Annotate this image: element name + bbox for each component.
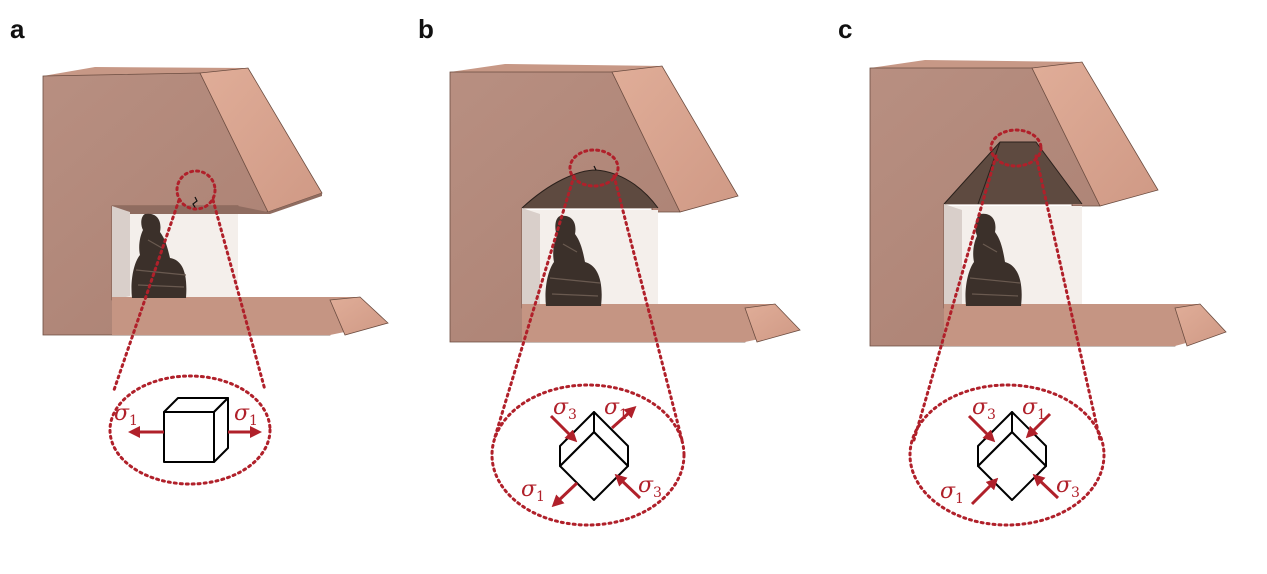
rock-block-a [42, 67, 389, 336]
compression-arrow-top-left-c [967, 414, 996, 443]
panel-label-c: c [838, 14, 852, 44]
platform-top-b [522, 304, 800, 342]
overhang-underside-a [112, 193, 322, 214]
zoom-line-right-c [1034, 154, 1102, 442]
zoom-line-left-a [112, 198, 181, 392]
overhang-side-c [1031, 61, 1159, 207]
trapezoid-edge-c [943, 141, 1083, 205]
stress-label-b-1: σ3 [553, 395, 577, 423]
stress-element-b: σ3 σ1 σ1 σ3 [521, 395, 662, 508]
platform-side-b [744, 303, 801, 343]
zoom-ring-small-a [175, 169, 217, 211]
stress-label-b-3: σ1 [521, 477, 545, 505]
compression-arrow-top-right-c [1025, 412, 1052, 439]
zoom-ring-small-c [989, 128, 1043, 168]
platform-side-a [329, 296, 389, 336]
zoom-ring-small-b [568, 148, 620, 188]
panel-label-a: a [10, 14, 25, 44]
platform-side-c [1174, 303, 1227, 347]
stress-element-a: σ1 σ1 [114, 397, 262, 463]
tension-arrow-top-right-b [610, 405, 637, 430]
cube-front-a [163, 411, 215, 463]
panel-label-b: b [418, 14, 434, 44]
stress-label-a-2: σ1 [234, 401, 258, 429]
rock-block-c [869, 60, 1227, 347]
stress-label-c-1: σ3 [972, 395, 996, 423]
panel-a: a [10, 14, 389, 486]
panel-b: b [418, 14, 801, 527]
stress-label-c-2: σ1 [1022, 395, 1046, 423]
zoom-line-right-b [612, 174, 684, 442]
cube-side-a [213, 397, 229, 463]
zoom-ring-large-a [108, 374, 272, 486]
platform-top-a [112, 297, 388, 335]
cube-right-b [593, 411, 629, 467]
zoom-line-left-c [912, 154, 998, 442]
zoom-line-left-b [492, 174, 576, 442]
tension-arrow-bottom-left-b [551, 481, 579, 508]
rock-top-a [43, 67, 248, 76]
stress-element-c: σ3 σ1 σ1 σ3 [940, 395, 1080, 507]
zoom-ring-large-c [908, 383, 1106, 527]
crack-a [192, 196, 198, 210]
stress-label-c-4: σ3 [1056, 473, 1080, 501]
buddha-statue-b [545, 215, 602, 306]
overhang-side-b [611, 65, 739, 213]
compression-arrow-bottom-right-c [1032, 473, 1060, 500]
stress-label-c-3: σ1 [940, 479, 964, 507]
niche-side-wall-c [944, 204, 962, 308]
zoom-line-right-a [211, 198, 267, 392]
niche-side-wall-a [112, 206, 130, 300]
rock-top-b [450, 64, 662, 72]
arch-cavity-b [522, 170, 658, 208]
zoom-ring-large-b [490, 383, 686, 527]
platform-top-c [944, 304, 1226, 346]
stress-label-a-1: σ1 [114, 401, 138, 429]
rock-block-b [449, 64, 801, 343]
stress-label-b-2: σ1 [604, 395, 628, 423]
compression-arrow-top-left-b [549, 414, 578, 443]
buddha-statue-c [965, 213, 1022, 306]
compression-arrow-bottom-right-b [614, 473, 642, 500]
niche-side-wall-b [522, 208, 540, 308]
stress-label-b-4: σ3 [638, 473, 662, 501]
rock-top-c [870, 60, 1082, 68]
compression-arrow-bottom-left-c [970, 477, 999, 506]
panel-c: c σ3 [838, 14, 1227, 527]
crack-b [593, 165, 597, 171]
